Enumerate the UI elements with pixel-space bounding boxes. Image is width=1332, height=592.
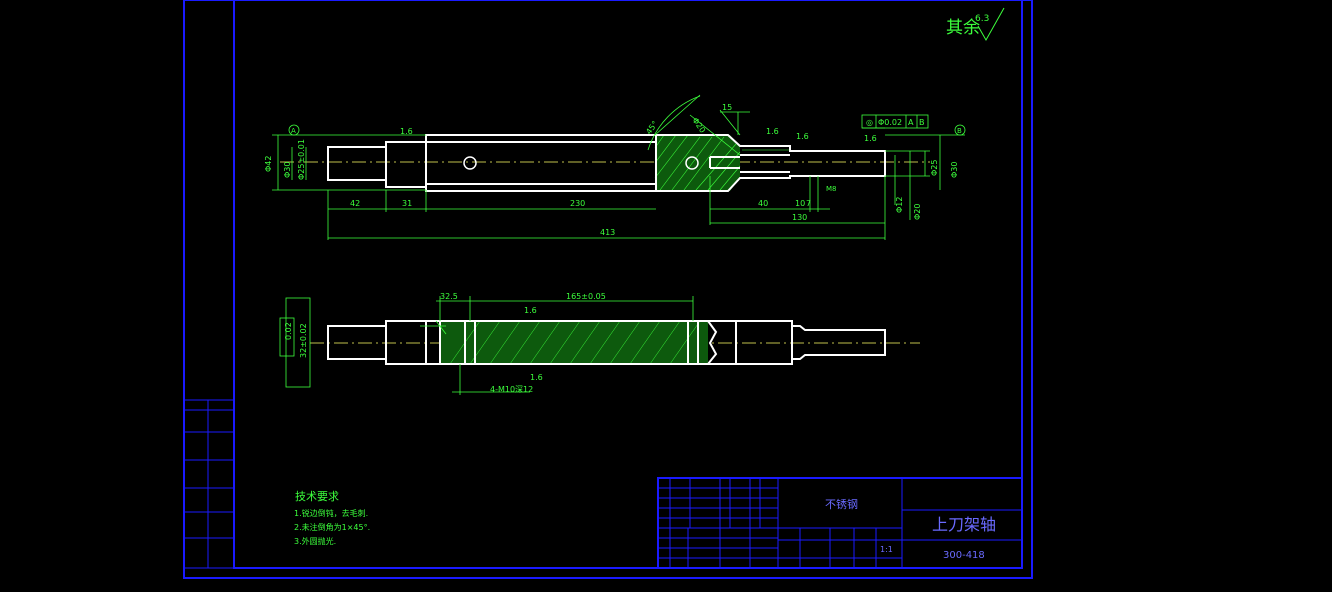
title-block (657, 477, 1023, 569)
tech-item: 3.外圆抛光. (294, 536, 336, 546)
roughness-value: 6.3 (975, 14, 989, 24)
dim-32: 32±0.02 (299, 323, 308, 358)
dim-dia-30: Φ30 (283, 162, 292, 178)
roughness-label-bottom: 1.6 (530, 373, 543, 382)
section-marker-a: A (291, 127, 296, 135)
roughness-label: 1.6 (796, 132, 809, 141)
title-material: 不锈钢 (825, 498, 858, 511)
roughness-label: 1.6 (864, 134, 877, 143)
left-side-table (183, 399, 235, 569)
title-part-name: 上刀架轴 (932, 515, 996, 534)
dim-dia-right-25: Φ25 (930, 160, 939, 176)
top-hole-left (463, 156, 477, 170)
title-scale: 1:1 (880, 545, 893, 554)
roughness-note: 其余 (946, 18, 980, 38)
tech-item: 2.未注倒角为1×45°. (294, 522, 370, 532)
bottom-view: 32.5 165±0.05 1.6 1.6 0.02 32±0.02 4-M10… (279, 292, 920, 395)
top-view: ◎ Φ0.02 A B A B 1.6 1.6 1.6 1.6 Φ42 Φ30 … (264, 94, 966, 240)
dim-dia-right-30: Φ30 (950, 162, 959, 178)
dim-42: 42 (350, 199, 360, 208)
tech-item: 1.锐边倒钝，去毛刺. (294, 508, 368, 518)
dim-dia-25: Φ25±0.01 (297, 139, 306, 180)
roughness-label-bottom: 1.6 (524, 306, 537, 315)
dim-7: 7 (806, 199, 811, 208)
tech-requirements: 技术要求 1.锐边倒钝，去毛刺. 2.未注倒角为1×45°. 3.外圆抛光. (294, 490, 370, 546)
tolerance-datum-b: B (919, 118, 925, 127)
dim-angle: 45° (644, 119, 660, 136)
dim-130: 130 (792, 213, 807, 222)
dim-32-5: 32.5 (440, 292, 458, 301)
outer-frame (183, 0, 1033, 579)
dim-m8: M8 (826, 185, 837, 193)
section-marker-b: B (957, 127, 962, 135)
flatness-value: 0.02 (284, 322, 293, 340)
top-hole-right (685, 156, 699, 170)
dim-dia-12: Φ12 (895, 197, 904, 213)
dim-15: 15 (722, 103, 732, 112)
dim-165: 165±0.05 (566, 292, 606, 301)
dim-230: 230 (570, 199, 585, 208)
dim-31: 31 (402, 199, 412, 208)
tolerance-value: Φ0.02 (878, 118, 902, 127)
title-drawing-number: 300-418 (943, 550, 985, 561)
inner-frame (233, 0, 1023, 569)
dim-dia-20: Φ20 (690, 116, 707, 135)
bottom-hatch-area (440, 321, 708, 364)
dim-dia-42: Φ42 (264, 156, 273, 172)
dim-40: 40 (758, 199, 768, 208)
roughness-symbol (977, 7, 1005, 42)
dim-dia-20-right: Φ20 (913, 204, 922, 220)
thread-note: 4-M10深12 (490, 385, 533, 394)
roughness-label: 1.6 (766, 127, 779, 136)
tech-title: 技术要求 (295, 490, 339, 503)
tolerance-datum-a: A (908, 118, 914, 127)
tolerance-frame (861, 114, 929, 129)
dim-10: 10 (795, 199, 805, 208)
roughness-label: 1.6 (400, 127, 413, 136)
tolerance-symbol: ◎ (866, 118, 873, 127)
dim-413: 413 (600, 228, 615, 237)
